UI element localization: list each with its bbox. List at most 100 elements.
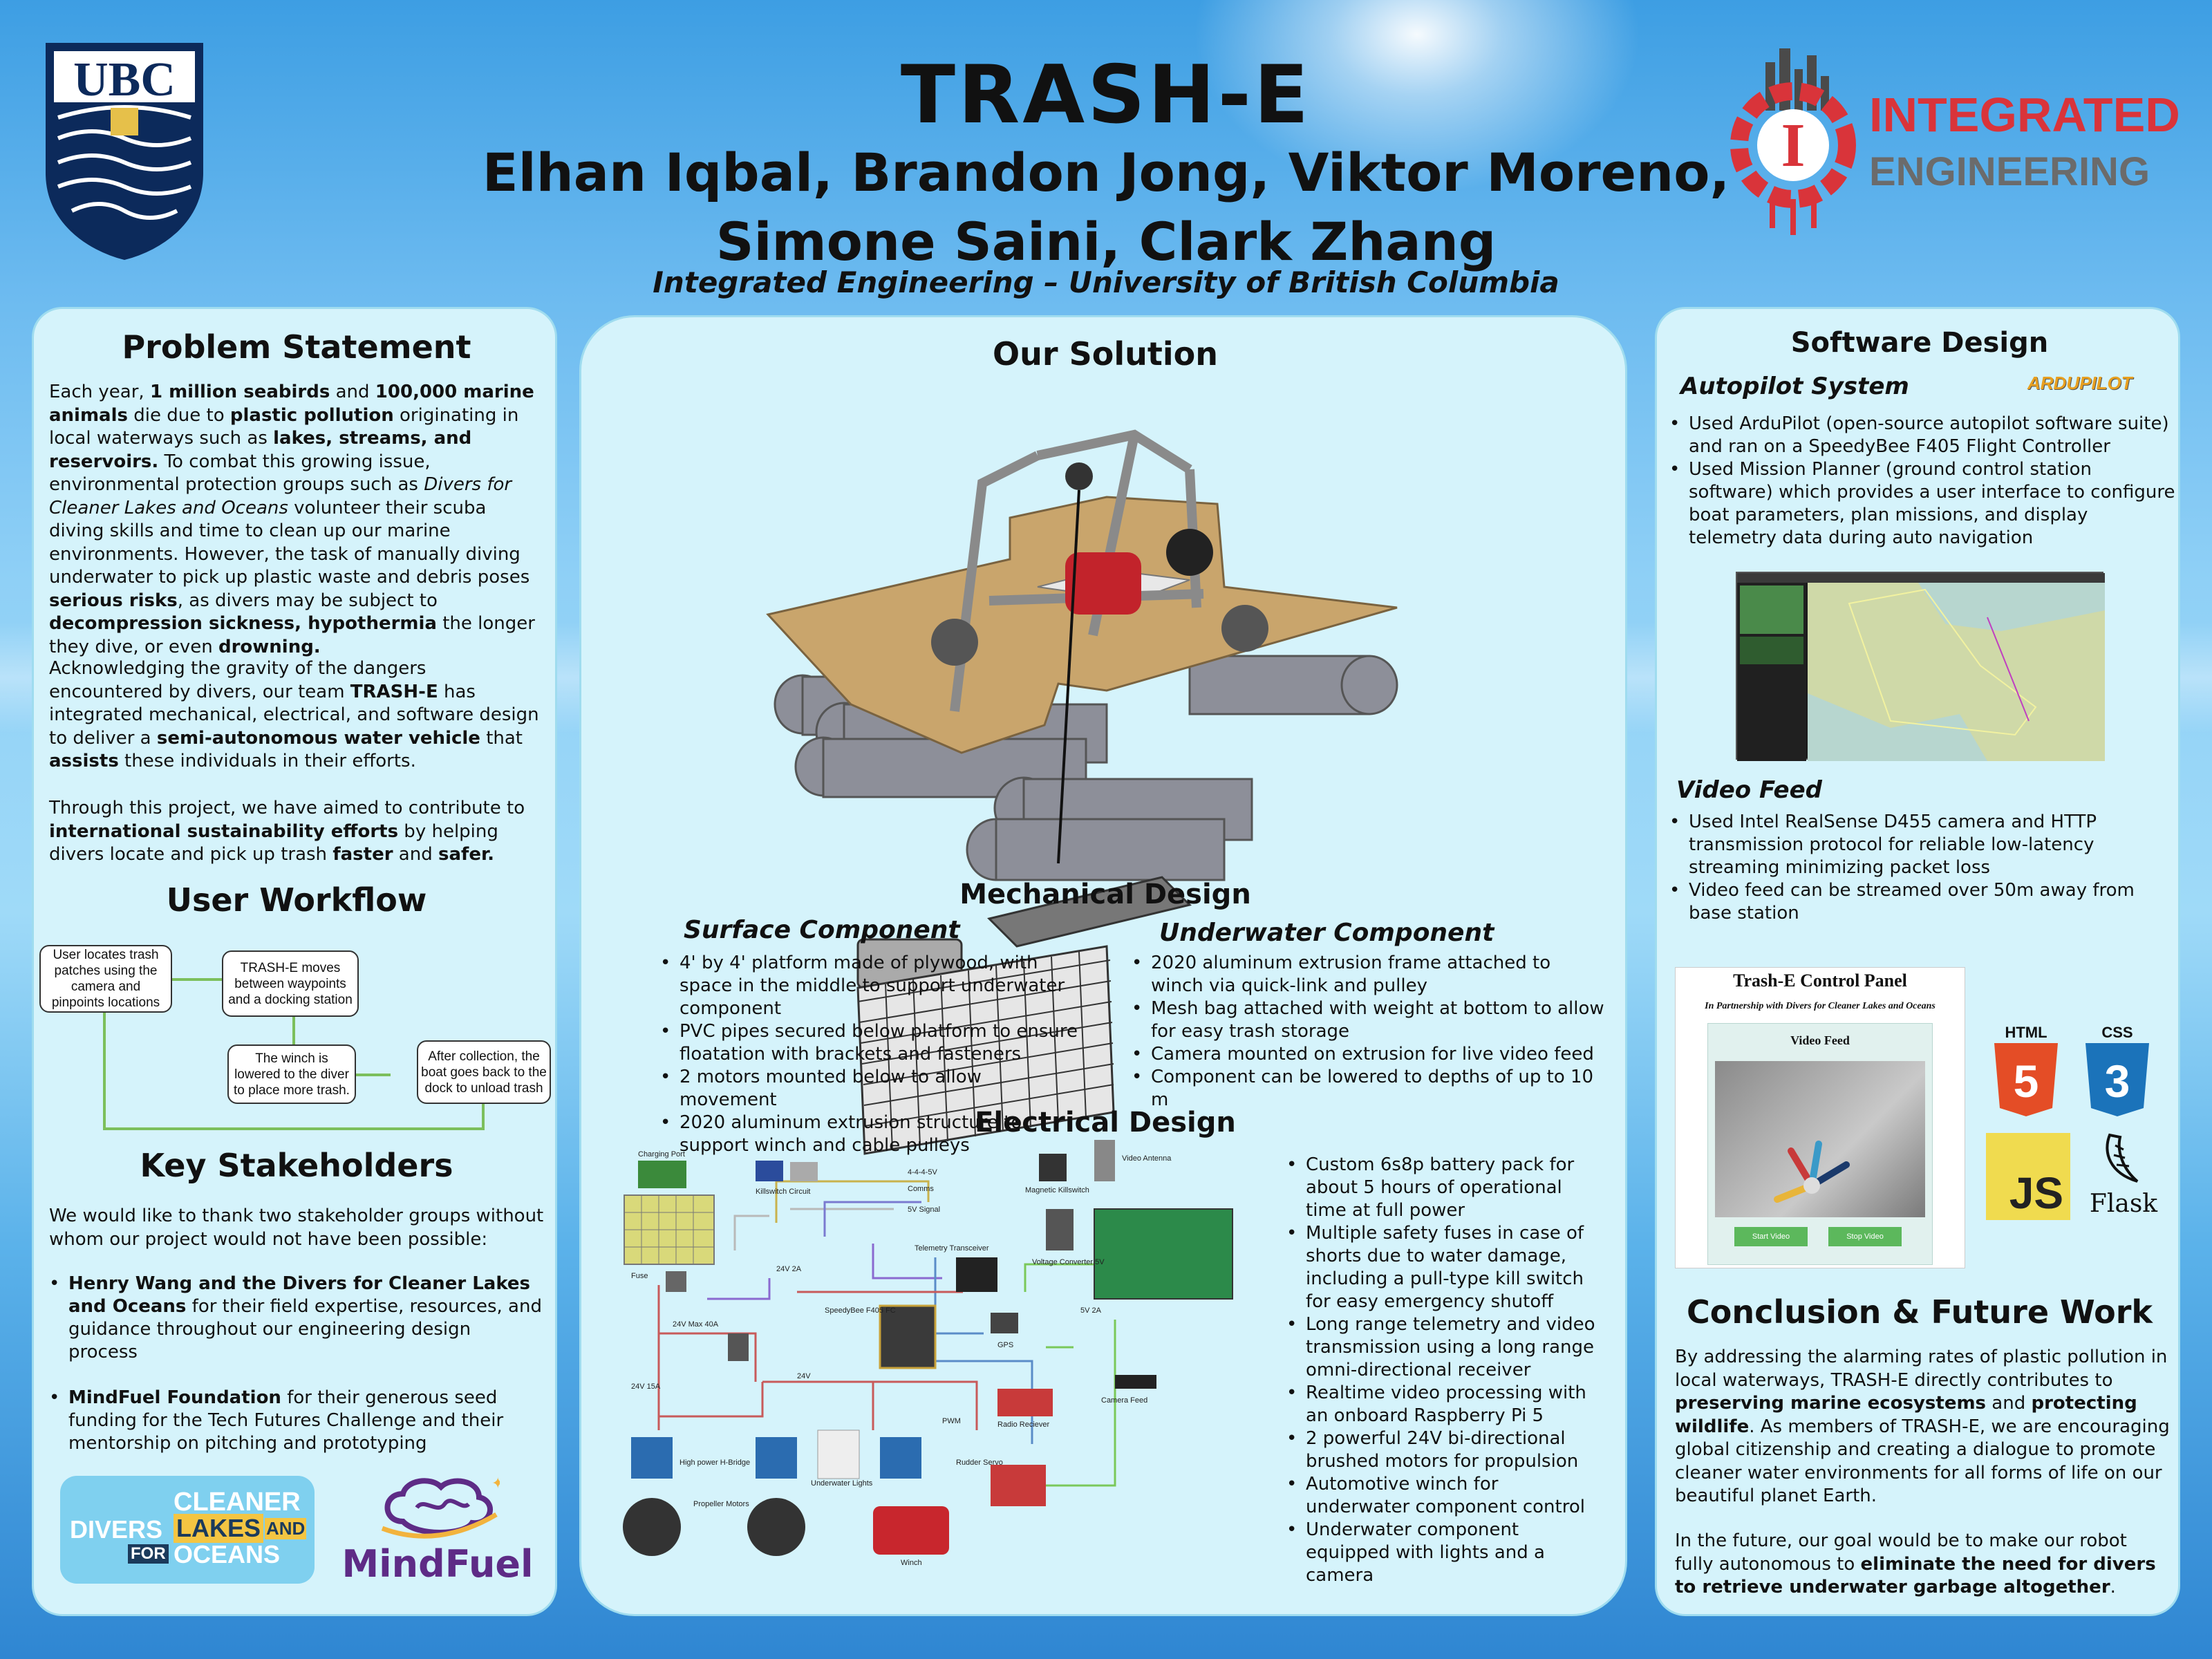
list-item: Multiple safety fuses in case of shorts …	[1282, 1222, 1600, 1313]
divers-cleaner-lakes-logo: CLEANER DIVERS LAKES AND FOR OCEANS	[60, 1476, 315, 1584]
workflow-step-1: User locates trash patches using the cam…	[39, 945, 172, 1013]
svg-text:Fuse: Fuse	[631, 1272, 648, 1280]
raspberry-pi	[1094, 1208, 1233, 1300]
underwater-list: 2020 aluminum extrusion frame attached t…	[1127, 952, 1604, 1112]
mission-planner-screenshot	[1736, 572, 2105, 761]
fuse	[666, 1271, 686, 1292]
magnetic-killswitch	[1039, 1154, 1067, 1181]
mindfuel-text: MindFuel	[341, 1541, 534, 1586]
affiliation: Integrated Engineering – University of B…	[653, 265, 1559, 299]
workflow-arrow	[482, 1103, 485, 1130]
middle-panel: Our Solution	[579, 315, 1627, 1616]
stakeholders-title: Key Stakeholders	[140, 1147, 453, 1184]
svg-text:Underwater Lights: Underwater Lights	[811, 1479, 873, 1488]
right-panel: Software Design Autopilot System ARDUPIL…	[1655, 307, 2180, 1616]
ubc-logo-text: UBC	[73, 53, 176, 106]
problem-paragraph-3: Through this project, we have aimed to c…	[49, 798, 525, 865]
list-item: Used Mission Planner (ground control sta…	[1665, 458, 2177, 550]
propeller-motor-2	[747, 1498, 805, 1556]
svg-text:4-4-4-5V: 4-4-4-5V	[908, 1168, 937, 1177]
svg-text:Radio Reciever: Radio Reciever	[997, 1421, 1050, 1429]
ubc-logo: UBC	[46, 43, 203, 260]
gps-module	[991, 1313, 1018, 1333]
surface-title: Surface Component	[684, 916, 960, 944]
javascript-logo: JS	[1986, 1133, 2070, 1220]
list-item: Camera mounted on extrusion for live vid…	[1127, 1043, 1604, 1066]
svg-text:GPS: GPS	[997, 1341, 1013, 1349]
control-panel-screenshot: Trash-E Control Panel In Partnership wit…	[1675, 967, 1965, 1268]
logo-oceans: OCEANS	[174, 1540, 281, 1568]
voltage-converter	[1046, 1209, 1074, 1250]
workflow-arrow	[355, 1074, 391, 1076]
svg-text:Propeller Motors: Propeller Motors	[693, 1500, 749, 1508]
stakeholder-item: MindFuel Foundation for their generous s…	[45, 1387, 543, 1455]
stakeholders-list: Henry Wang and the Divers for Cleaner La…	[45, 1273, 543, 1455]
propeller-motor-1	[623, 1498, 681, 1556]
list-item: 2 powerful 24V bi-directional brushed mo…	[1282, 1427, 1600, 1473]
svg-text:I: I	[1781, 111, 1805, 180]
list-item: Used ArduPilot (open-source autopilot so…	[1665, 413, 2177, 458]
stop-video-button[interactable]: Stop Video	[1828, 1227, 1902, 1246]
list-item: Component can be lowered to depths of up…	[1127, 1066, 1604, 1112]
logo-divers: DIVERS	[70, 1515, 163, 1544]
mechanical-title: Mechanical Design	[959, 879, 1251, 910]
html5-shield-icon: 5	[1994, 1043, 2058, 1116]
electrical-list: Custom 6s8p battery pack for about 5 hou…	[1282, 1154, 1600, 1587]
list-item: 2020 aluminum extrusion structure to sup…	[656, 1112, 1078, 1157]
workflow-step-3: The winch is lowered to the diver to pla…	[227, 1044, 356, 1104]
svg-text:PWM: PWM	[942, 1417, 961, 1425]
stakeholder-item: Henry Wang and the Divers for Cleaner La…	[45, 1273, 543, 1364]
ie-logo-line2: ENGINEERING	[1869, 149, 2150, 194]
svg-text:5: 5	[2014, 1056, 2039, 1107]
list-item: Mesh bag attached with weight at bottom …	[1127, 997, 1604, 1043]
control-panel-subtitle: In Partnership with Divers for Cleaner L…	[1705, 1001, 1936, 1011]
flask-label: Flask	[2089, 1190, 2158, 1218]
brain-icon: ✦	[381, 1475, 500, 1539]
svg-text:24V 2A: 24V 2A	[776, 1265, 802, 1273]
solution-title: Our Solution	[993, 335, 1218, 373]
integrated-engineering-logo: I INTEGRATED ENGINEERING	[1730, 48, 2180, 235]
workflow-arrow	[103, 1013, 106, 1130]
svg-text:Voltage Converter 5V: Voltage Converter 5V	[1032, 1258, 1105, 1266]
svg-text:Charging Port: Charging Port	[638, 1150, 685, 1159]
css3-label: CSS	[2101, 1024, 2133, 1041]
authors-line2: Simone Saini, Clark Zhang	[715, 211, 1497, 272]
flight-controller	[879, 1304, 937, 1369]
authors: Elhan Iqbal, Brandon Jong, Viktor Moreno…	[0, 138, 2212, 276]
svg-text:Telemetry Transceiver: Telemetry Transceiver	[915, 1244, 989, 1253]
list-item: Automotive winch for underwater componen…	[1282, 1473, 1600, 1519]
list-item: 2 motors mounted below to allow movement	[656, 1066, 1078, 1112]
workflow-step-4: After collection, the boat goes back to …	[417, 1040, 551, 1104]
svg-text:Killswitch Circuit: Killswitch Circuit	[756, 1188, 810, 1196]
electrical-title: Electrical Design	[975, 1107, 1236, 1138]
list-item: Used Intel RealSense D455 camera and HTT…	[1665, 811, 2177, 879]
logo-and: AND	[265, 1518, 307, 1539]
svg-text:Winch: Winch	[901, 1559, 922, 1567]
h-bridge-2	[756, 1437, 797, 1479]
sun-glare	[1175, 0, 1659, 207]
svg-text:5V 2A: 5V 2A	[1080, 1306, 1102, 1315]
authors-line1: Elhan Iqbal, Brandon Jong, Viktor Moreno…	[482, 142, 1730, 203]
conclusion-paragraph-1: By addressing the alarming rates of plas…	[1675, 1347, 2170, 1506]
svg-text:Camera Feed: Camera Feed	[1101, 1396, 1147, 1405]
css3-shield-icon: 3	[2086, 1043, 2149, 1116]
control-panel-video-label: Video Feed	[1790, 1033, 1850, 1047]
flask-horn-icon	[2106, 1133, 2139, 1183]
conclusion-paragraph-2: In the future, our goal would be to make…	[1675, 1530, 2156, 1597]
killswitch	[790, 1162, 818, 1181]
camera	[1115, 1375, 1156, 1389]
problem-paragraph-2: Acknowledging the gravity of the dangers…	[49, 658, 539, 771]
css3-logo: CSS 3	[2080, 1024, 2155, 1121]
underwater-title: Underwater Component	[1159, 919, 1494, 947]
workflow-arrow	[103, 1127, 485, 1130]
workflow-arrow	[169, 978, 222, 981]
svg-text:High power H-Bridge: High power H-Bridge	[679, 1459, 750, 1467]
video-antenna	[1094, 1140, 1115, 1181]
surface-list: 4' by 4' platform made of plywood, with …	[656, 952, 1078, 1157]
start-video-button[interactable]: Start Video	[1734, 1227, 1808, 1246]
rudder-servo	[991, 1465, 1046, 1506]
killswitch-circuit	[756, 1161, 783, 1181]
control-panel-title: Trash-E Control Panel	[1733, 971, 1907, 991]
electrical-wiring-diagram: Charging Port 4-4-4-5V Comms 5V Signal M…	[623, 1140, 1233, 1567]
svg-text:24V: 24V	[797, 1372, 811, 1380]
